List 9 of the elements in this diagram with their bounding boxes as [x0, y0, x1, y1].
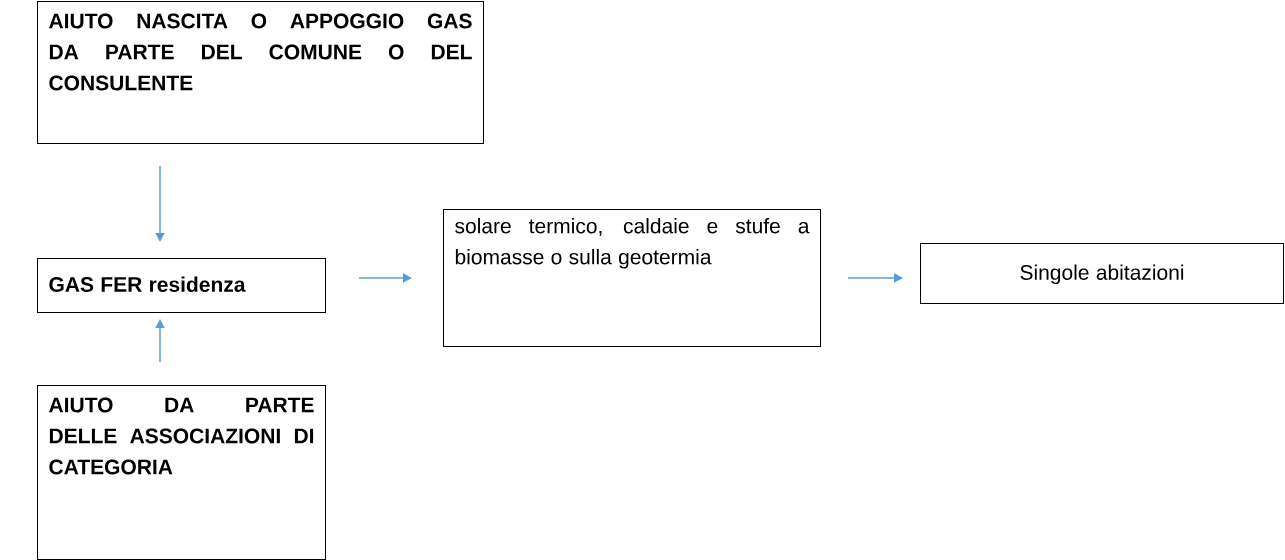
arrow [155, 319, 165, 363]
process-box: Singole abitazioni [920, 243, 1284, 304]
process-box: AIUTO NASCITA O APPOGGIO GAS DA PARTE DEL COMUNE O DEL CONSULENTE [37, 1, 484, 144]
process-box: GAS FER residenza [37, 258, 326, 313]
process-box: solare termico, caldaie e stufe a biomasse o sulla geotermia [443, 209, 821, 347]
arrow [358, 273, 412, 283]
process-box: AIUTO DA PARTE DELLE ASSOCIAZIONI DI CATEGORIA [37, 385, 326, 560]
arrow [847, 273, 903, 283]
arrow [155, 165, 165, 242]
